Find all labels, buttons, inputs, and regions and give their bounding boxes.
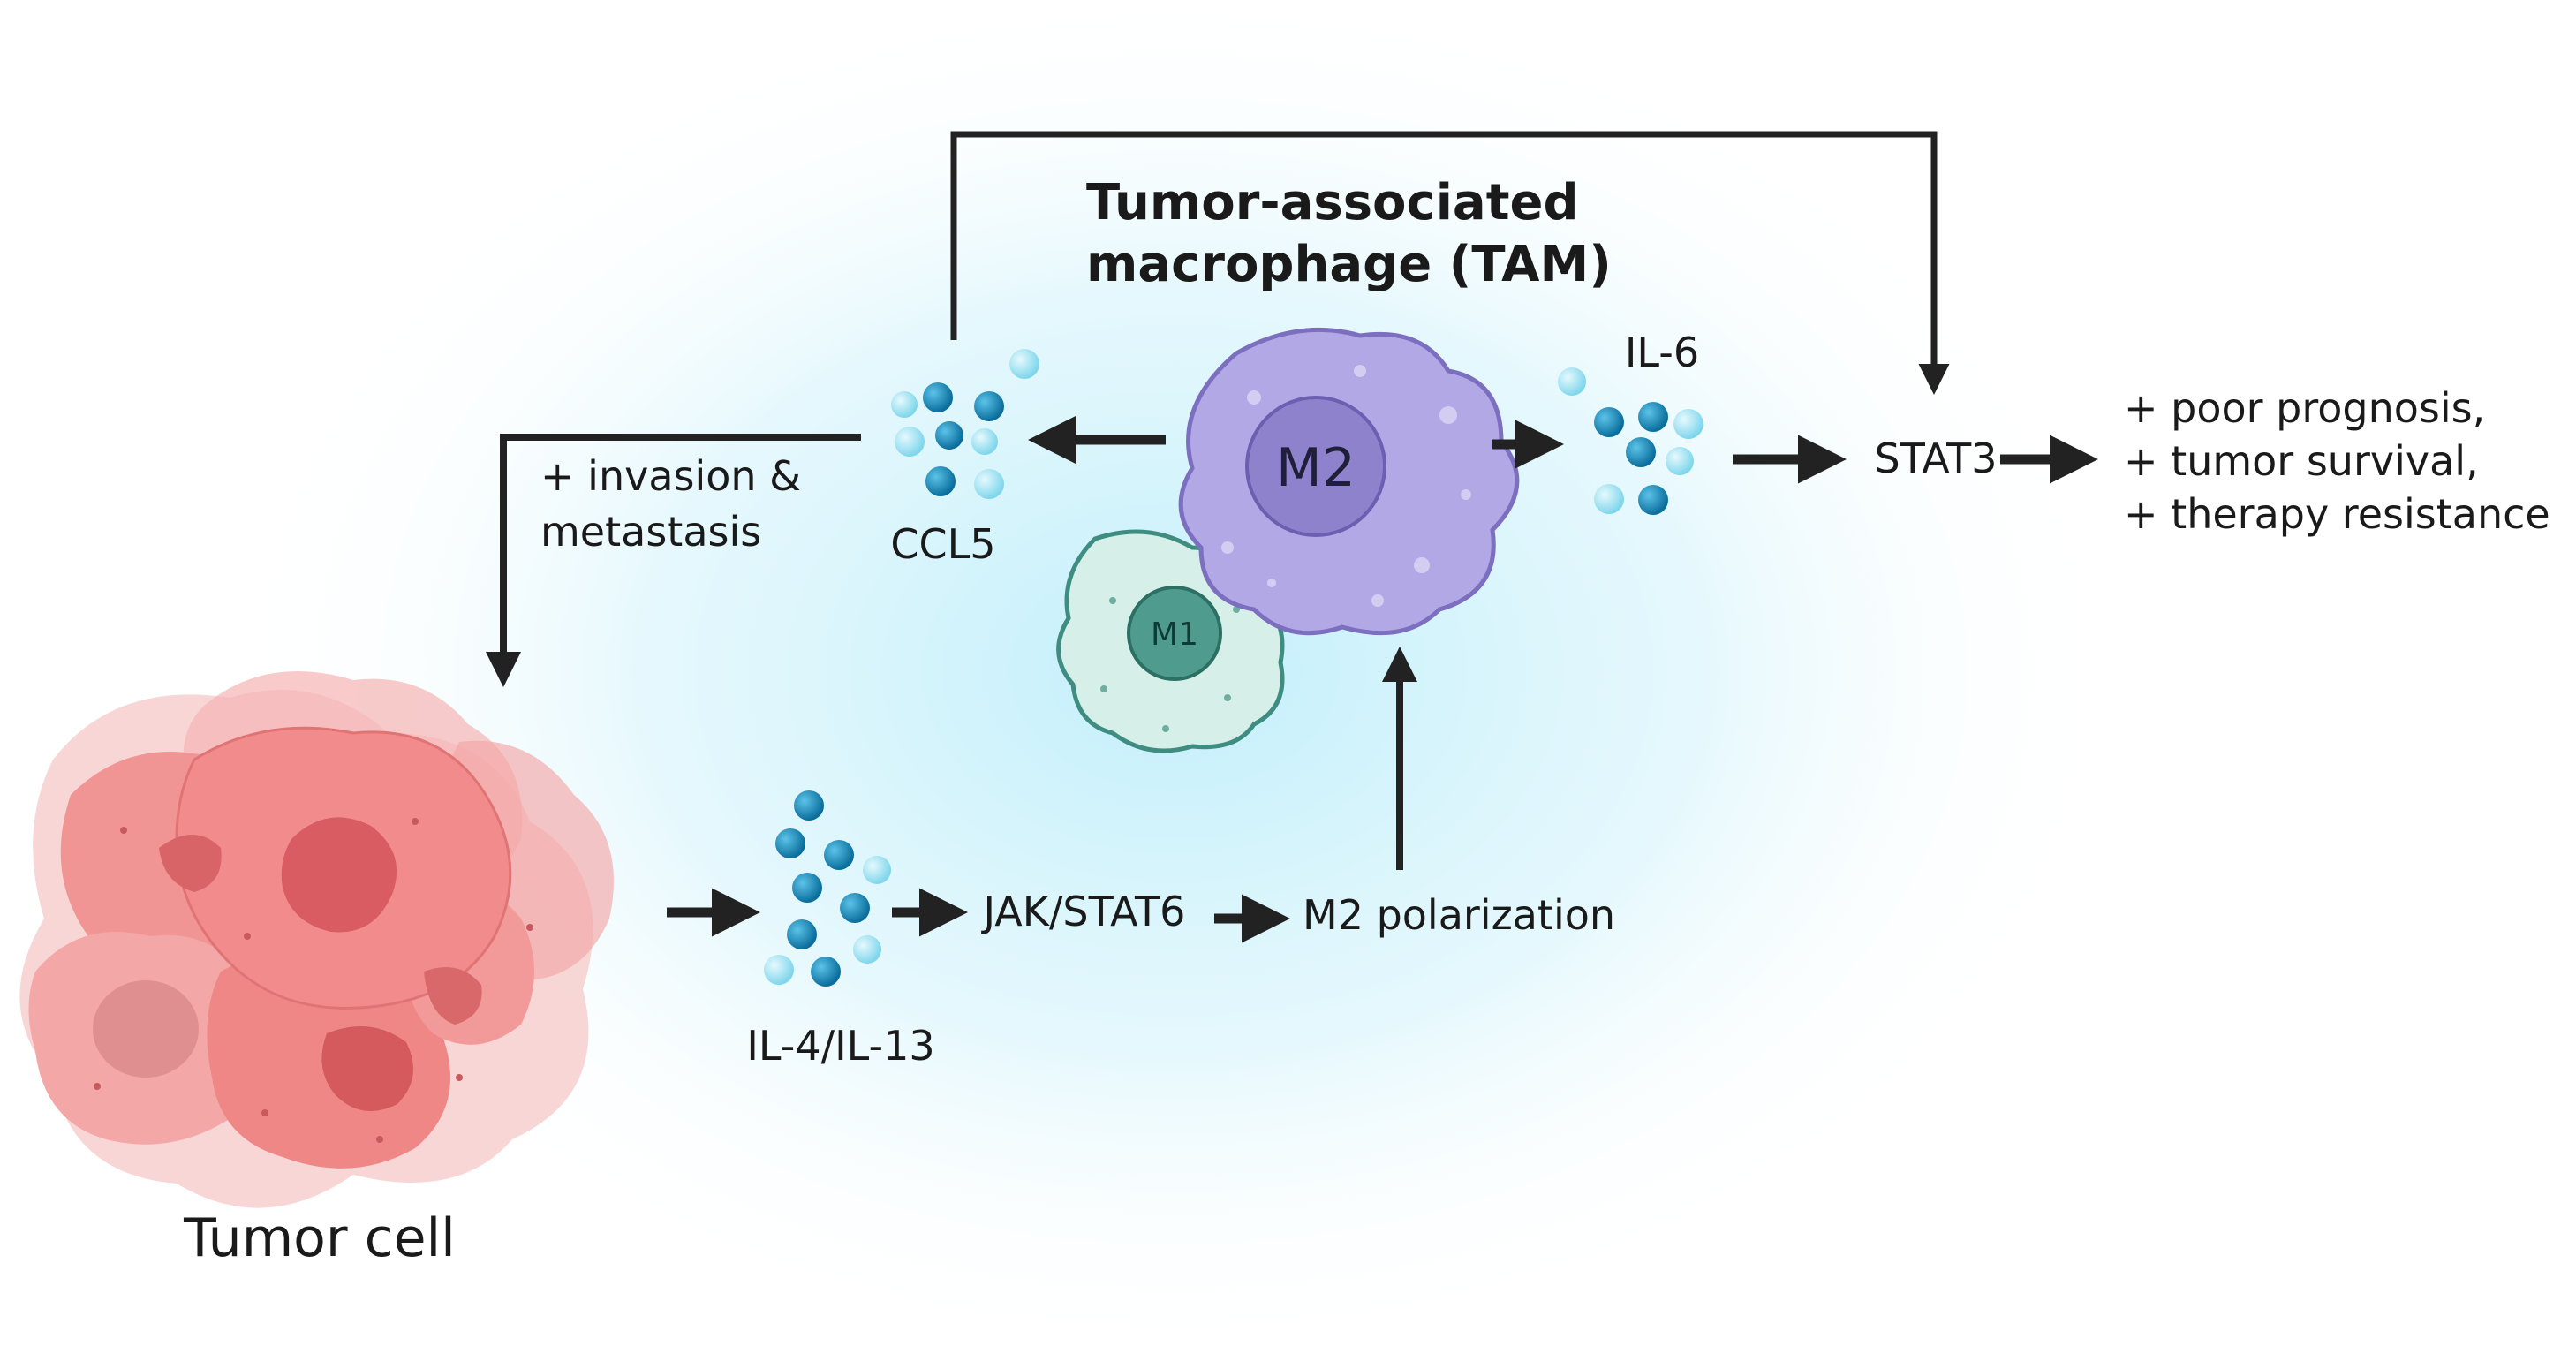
il4-il13-label: IL-4/IL-13 — [746, 1022, 934, 1070]
tumor-cell-label: Tumor cell — [183, 1207, 456, 1269]
invasion-label-line-2: metastasis — [540, 508, 761, 556]
m1-label: M1 — [1151, 616, 1198, 653]
outcome-label-line-1: + poor prognosis, — [2124, 384, 2485, 432]
tumor-cell-cluster — [19, 671, 614, 1208]
jak-stat6-label: JAK/STAT6 — [981, 888, 1186, 935]
m2-macrophage — [1178, 327, 1520, 636]
m2-polarization-label: M2 polarization — [1303, 891, 1615, 939]
ccl5-label: CCL5 — [890, 520, 995, 568]
ccl5-cytokine-cluster — [891, 349, 1039, 499]
outcome-label-line-3: + therapy resistance — [2124, 490, 2550, 538]
title-line-1: Tumor-associated — [1086, 174, 1579, 231]
arrow-ccl5-to-tumor — [486, 434, 861, 687]
invasion-label-line-1: + invasion & — [540, 452, 801, 500]
title-line-2: macrophage (TAM) — [1086, 236, 1612, 293]
stat3-label: STAT3 — [1875, 435, 1998, 482]
il6-cytokine-cluster — [1558, 367, 1703, 515]
m2-label: M2 — [1276, 437, 1356, 499]
il4-il13-cytokine-cluster — [764, 790, 891, 987]
outcome-label-line-2: + tumor survival, — [2124, 437, 2479, 485]
il6-label: IL-6 — [1625, 329, 1699, 376]
arrow-ccl5-to-stat3-loop — [950, 131, 1950, 395]
